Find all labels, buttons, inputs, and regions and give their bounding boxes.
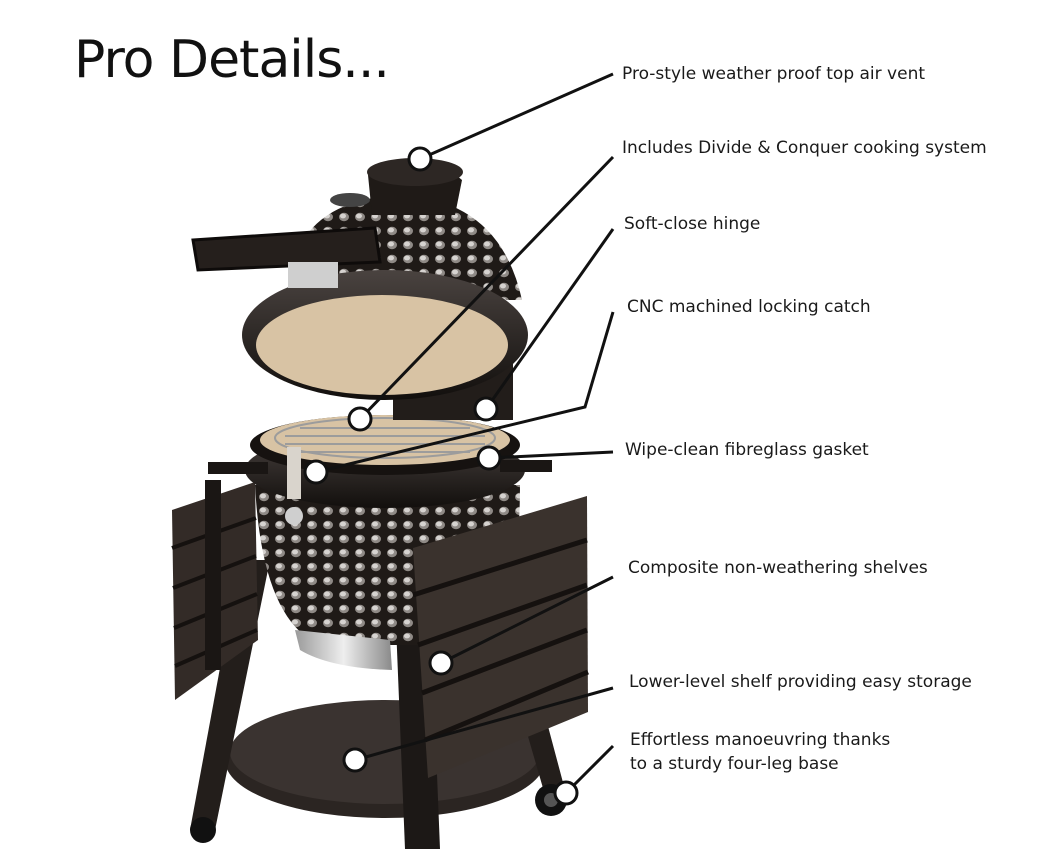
- callout-cooking: Includes Divide & Conquer cooking system: [622, 138, 987, 158]
- ash-ring: [295, 630, 392, 670]
- callout-catch: CNC machined locking catch: [627, 297, 871, 317]
- caster-left: [190, 817, 216, 843]
- ceramic-lid: [256, 295, 508, 395]
- callout-hinge: Soft-close hinge: [624, 214, 761, 234]
- leader-lines: [315, 72, 615, 795]
- callout-base-line2: to a sturdy four-leg base: [630, 754, 839, 774]
- callout-vent: Pro-style weather proof top air vent: [622, 64, 926, 84]
- callout-shelves: Composite non-weathering shelves: [628, 558, 928, 578]
- callout-gasket: Wipe-clean fibreglass gasket: [625, 440, 869, 460]
- lid-handle: [191, 226, 382, 272]
- marker-vent: [407, 146, 433, 172]
- marker-storage: [342, 747, 368, 773]
- cooking-grate: [274, 417, 496, 459]
- marker-cooking: [347, 406, 373, 432]
- marker-base: [553, 780, 579, 806]
- locking-catch-part: [287, 447, 301, 499]
- callout-storage: Lower-level shelf providing easy storage: [629, 672, 972, 692]
- marker-catch: [303, 459, 329, 485]
- left-shelf: [171, 480, 258, 700]
- marker-gasket: [476, 445, 502, 471]
- callout-base: Effortless manoeuvring thanks to a sturd…: [630, 728, 890, 776]
- page-title: Pro Details...: [74, 30, 390, 90]
- callout-base-line1: Effortless manoeuvring thanks: [630, 730, 891, 750]
- marker-hinge: [473, 396, 499, 422]
- marker-shelves: [428, 650, 454, 676]
- lid: [191, 158, 528, 400]
